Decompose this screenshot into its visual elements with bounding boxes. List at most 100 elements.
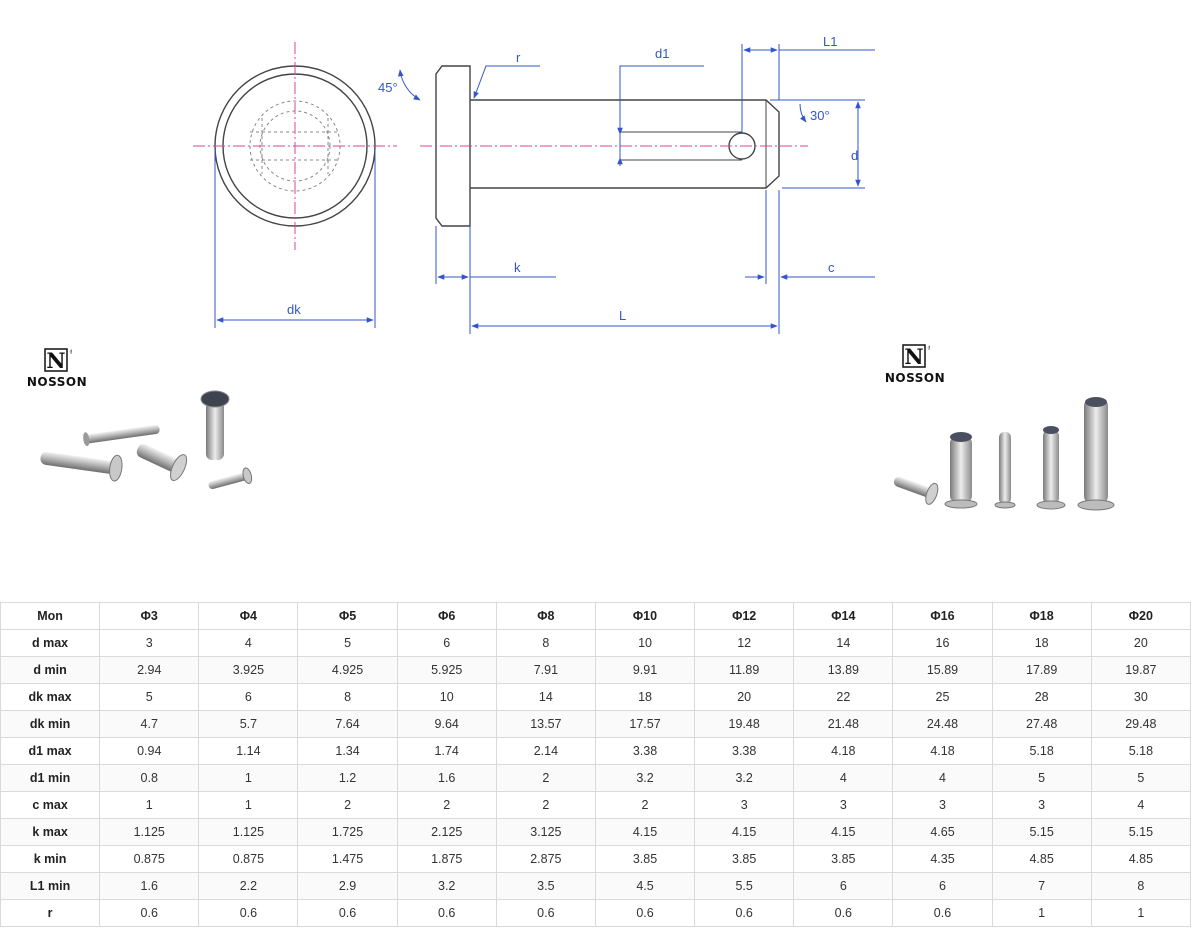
table-cell: 18: [991, 629, 1092, 657]
table-cell: 1.2: [297, 764, 398, 792]
table-cell: 0.6: [99, 899, 200, 927]
diameter-label: d: [851, 148, 858, 163]
brand-name: NOSSON: [884, 371, 946, 385]
table-cell: 0.875: [99, 845, 200, 873]
table-cell: 29.48: [1090, 710, 1191, 738]
table-cell: 5.15: [1090, 818, 1191, 846]
column-header-size: Φ14: [793, 602, 894, 630]
table-cell: 0.6: [495, 899, 596, 927]
table-cell: 13.57: [495, 710, 596, 738]
table-cell: 4.65: [892, 818, 993, 846]
table-cell: 3: [793, 791, 894, 819]
table-cell: 4: [793, 764, 894, 792]
table-cell: 13.89: [793, 656, 894, 684]
row-label: k max: [0, 818, 101, 846]
table-cell: 17.57: [594, 710, 696, 738]
row-label: d max: [0, 629, 101, 657]
table-cell: 2.125: [396, 818, 497, 846]
table-cell: 3.2: [694, 764, 795, 792]
table-cell: 18: [594, 683, 696, 711]
table-cell: 10: [396, 683, 497, 711]
table-cell: 2: [495, 791, 596, 819]
svg-text:N: N: [46, 348, 65, 373]
table-cell: 0.875: [198, 845, 299, 873]
hole-diameter-label: d1: [655, 46, 669, 61]
table-cell: 4.85: [1090, 845, 1191, 873]
svg-text:N: N: [904, 344, 923, 369]
row-label: k min: [0, 845, 101, 873]
table-cell: 3.2: [594, 764, 696, 792]
row-label: d1 max: [0, 737, 101, 765]
table-cell: 1: [1090, 899, 1191, 927]
table-cell: 4: [892, 764, 993, 792]
table-cell: 2.875: [495, 845, 596, 873]
table-cell: 1.74: [396, 737, 497, 765]
table-cell: 1: [99, 791, 200, 819]
table-cell: 2: [297, 791, 398, 819]
table-cell: 3: [991, 791, 1092, 819]
table-cell: 1.725: [297, 818, 398, 846]
table-cell: 2.2: [198, 872, 299, 900]
table-cell: 21.48: [793, 710, 894, 738]
table-cell: 6: [396, 629, 497, 657]
table-cell: 4.18: [892, 737, 993, 765]
table-cell: 16: [892, 629, 993, 657]
table-cell: 5.18: [1090, 737, 1191, 765]
table-cell: 7.64: [297, 710, 398, 738]
table-cell: 1.34: [297, 737, 398, 765]
table-cell: 5.5: [694, 872, 795, 900]
table-cell: 3.85: [793, 845, 894, 873]
table-cell: 4.15: [694, 818, 795, 846]
product-photo-left: [40, 390, 253, 489]
table-cell: 0.8: [99, 764, 200, 792]
table-cell: 2: [396, 791, 497, 819]
clevis-pin-technical-drawing: 45° r d1 L1 30° d k c dk L: [193, 34, 875, 334]
column-header-size: Φ5: [297, 602, 398, 630]
table-cell: 20: [694, 683, 795, 711]
table-cell: 4.7: [99, 710, 200, 738]
table-cell: 2.9: [297, 872, 398, 900]
table-cell: 6: [892, 872, 993, 900]
table-cell: 1: [198, 791, 299, 819]
table-cell: 5: [297, 629, 398, 657]
row-label: dk max: [0, 683, 101, 711]
table-cell: 6: [793, 872, 894, 900]
table-cell: 4.85: [991, 845, 1092, 873]
end-view: [193, 42, 397, 328]
column-header-size: Φ10: [594, 602, 696, 630]
table-cell: 4.925: [297, 656, 398, 684]
table-cell: 5: [991, 764, 1092, 792]
table-cell: 5.15: [991, 818, 1092, 846]
brand-name: NOSSON: [26, 375, 88, 389]
brand-logo-mark: N ®: [902, 344, 930, 369]
brand-logo-mark: N ®: [44, 348, 72, 373]
table-cell: 5.18: [991, 737, 1092, 765]
table-cell: 3.38: [594, 737, 696, 765]
table-cell: 9.64: [396, 710, 497, 738]
column-header-size: Φ3: [99, 602, 200, 630]
table-cell: 0.6: [892, 899, 993, 927]
table-cell: 3.38: [694, 737, 795, 765]
angle-30-label: 30°: [810, 108, 830, 123]
table-cell: 3.125: [495, 818, 596, 846]
table-cell: 5.925: [396, 656, 497, 684]
table-cell: 4: [1090, 791, 1191, 819]
table-cell: 1.6: [99, 872, 200, 900]
column-header-size: Φ16: [892, 602, 993, 630]
table-cell: 0.6: [594, 899, 696, 927]
table-cell: 5: [1090, 764, 1191, 792]
table-cell: 19.87: [1090, 656, 1191, 684]
table-cell: 28: [991, 683, 1092, 711]
table-cell: 0.6: [198, 899, 299, 927]
table-cell: 14: [793, 629, 894, 657]
table-cell: 0.94: [99, 737, 200, 765]
table-cell: 2: [495, 764, 596, 792]
